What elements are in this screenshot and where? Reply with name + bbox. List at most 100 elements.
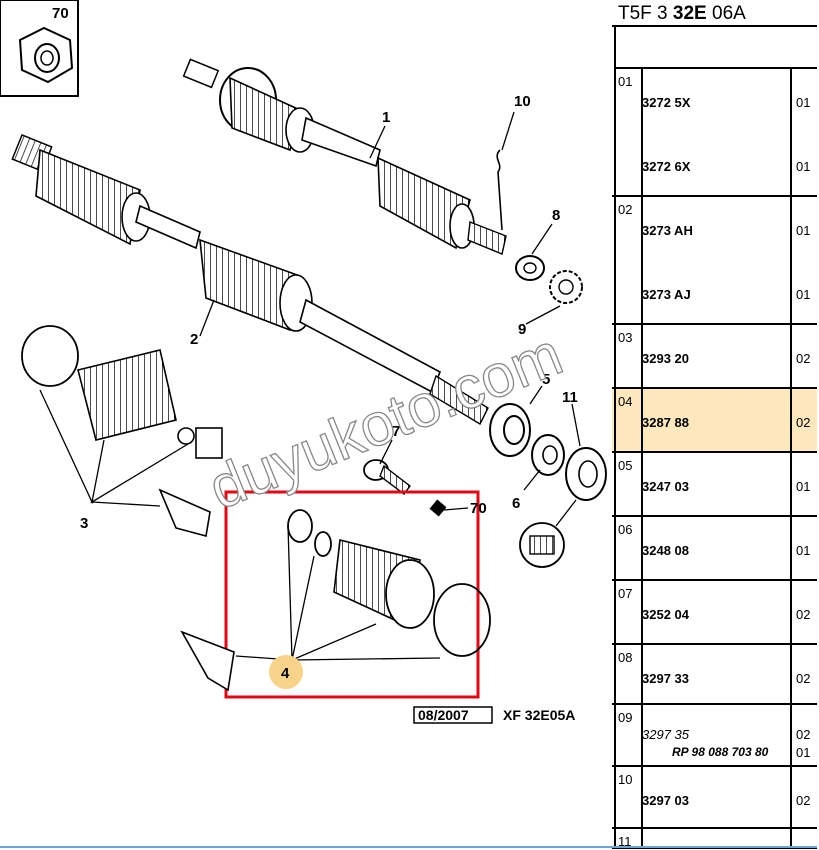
part-quantity: 02	[796, 793, 811, 808]
row-index: 07	[618, 586, 633, 601]
callout-70: 70	[470, 500, 487, 517]
bolt-7	[363, 459, 447, 517]
index-cell	[614, 705, 643, 765]
callout-1: 1	[382, 109, 390, 126]
row-index: 01	[618, 74, 633, 89]
part-quantity: 02	[796, 671, 811, 686]
part-quantity: 02	[796, 351, 811, 366]
callout-6: 6	[512, 495, 520, 512]
index-cell	[614, 389, 643, 451]
part-quantity: 01	[796, 95, 811, 110]
callout-8: 8	[552, 207, 560, 224]
header-bold: 32E	[672, 3, 707, 24]
table-row: 11	[612, 829, 817, 849]
header-suffix: 06A	[706, 3, 746, 24]
nut-8	[515, 255, 545, 281]
qty-cell	[790, 767, 819, 827]
part-reference: 3273 AH	[642, 223, 693, 238]
part-reference: 3297 03	[642, 793, 689, 808]
index-cell	[614, 197, 643, 323]
exploded-diagram: 70 10 1 8 2 9 5 11 3 7 70 6 4 duyukoto.c…	[0, 0, 607, 724]
qty-cell	[790, 829, 819, 847]
index-cell	[614, 581, 643, 643]
part-reference: 3272 5X	[642, 95, 691, 110]
part-reference: 3297 35	[642, 727, 689, 742]
inset-nut-box	[0, 0, 79, 97]
row-index: 06	[618, 522, 633, 537]
part-reference: 3287 88	[642, 415, 689, 430]
table-row: 06 3248 08 01	[612, 517, 817, 581]
part-quantity: 01	[796, 223, 811, 238]
index-cell	[614, 645, 643, 703]
kit-4-frame	[224, 490, 480, 699]
boot-kit-4	[180, 509, 491, 692]
part-quantity: 02	[796, 727, 811, 742]
callout-4-bubble	[269, 655, 303, 689]
table-row: 07 3252 04 02	[612, 581, 817, 645]
row-index: 08	[618, 650, 633, 665]
drive-shaft-2	[11, 133, 489, 425]
diagram-svg: 70 10 1 8 2 9 5 11 3 7 70 6 4 duyukoto.c…	[0, 0, 607, 724]
part-reference: 3248 08	[642, 543, 689, 558]
part-reference: 3273 AJ	[642, 287, 691, 302]
boot-kit-3	[21, 325, 223, 537]
index-cell	[614, 69, 643, 195]
row-index: 09	[618, 710, 633, 725]
table-header: T5F 3 32E 06A	[612, 0, 817, 27]
callout-4: 4	[281, 665, 290, 682]
qty-cell	[790, 645, 819, 703]
qty-cell	[790, 705, 819, 765]
part-reference: 3272 6X	[642, 159, 691, 174]
table-row: 03 3293 20 02	[612, 325, 817, 389]
qty-cell	[790, 197, 819, 323]
qty-cell	[790, 453, 819, 515]
table-row: 02 3273 AH 01 3273 AJ 01	[612, 197, 817, 325]
index-cell	[614, 829, 643, 847]
callout-5: 5	[542, 371, 550, 388]
header-prefix: T5F 3	[618, 3, 673, 24]
footer-date-box	[413, 706, 493, 724]
part-quantity: 01	[796, 543, 811, 558]
callout-11: 11	[562, 389, 578, 406]
drive-shaft-1	[182, 58, 507, 255]
table-row: 10 3297 03 02	[612, 767, 817, 829]
callout-10: 10	[514, 93, 531, 110]
washer-9	[549, 270, 583, 304]
callout-9: 9	[518, 321, 526, 338]
part-quantity: 01	[796, 287, 811, 302]
row-index: 04	[618, 394, 633, 409]
index-cell	[614, 517, 643, 579]
index-cell	[614, 325, 643, 387]
row-index: 03	[618, 330, 633, 345]
part-reference: 3247 03	[642, 479, 689, 494]
bearing-6	[531, 434, 565, 476]
qty-cell	[790, 517, 819, 579]
qty-cell	[790, 69, 819, 195]
replacement-reference: RP 98 088 703 80	[672, 745, 769, 759]
part-reference: 3297 33	[642, 671, 689, 686]
callout-3: 3	[80, 515, 88, 532]
bearing-11	[565, 447, 607, 501]
qty-cell	[790, 325, 819, 387]
row-index: 10	[618, 772, 633, 787]
part-reference: 3293 20	[642, 351, 689, 366]
part-reference: 3252 04	[642, 607, 689, 622]
footer-date: 08/2007	[418, 707, 469, 723]
callout-70-inset: 70	[52, 5, 69, 22]
part-quantity: 01	[796, 479, 811, 494]
index-cell	[614, 767, 643, 827]
callout-7: 7	[392, 423, 400, 440]
seal-detail	[519, 522, 565, 568]
table-row: 08 3297 33 02	[612, 645, 817, 705]
part-quantity: 02	[796, 607, 811, 622]
row-index: 02	[618, 202, 633, 217]
table-subheader	[614, 27, 817, 69]
parts-table: T5F 3 32E 06A 01 3272 5X 01 3272 6X 01 02 3273…	[612, 0, 819, 849]
part-quantity: 01	[796, 159, 811, 174]
callout-2: 2	[190, 331, 198, 348]
row-index: 11	[618, 834, 632, 849]
table-row: 01 3272 5X 01 3272 6X 01	[612, 69, 817, 197]
bottom-rule	[0, 846, 817, 848]
